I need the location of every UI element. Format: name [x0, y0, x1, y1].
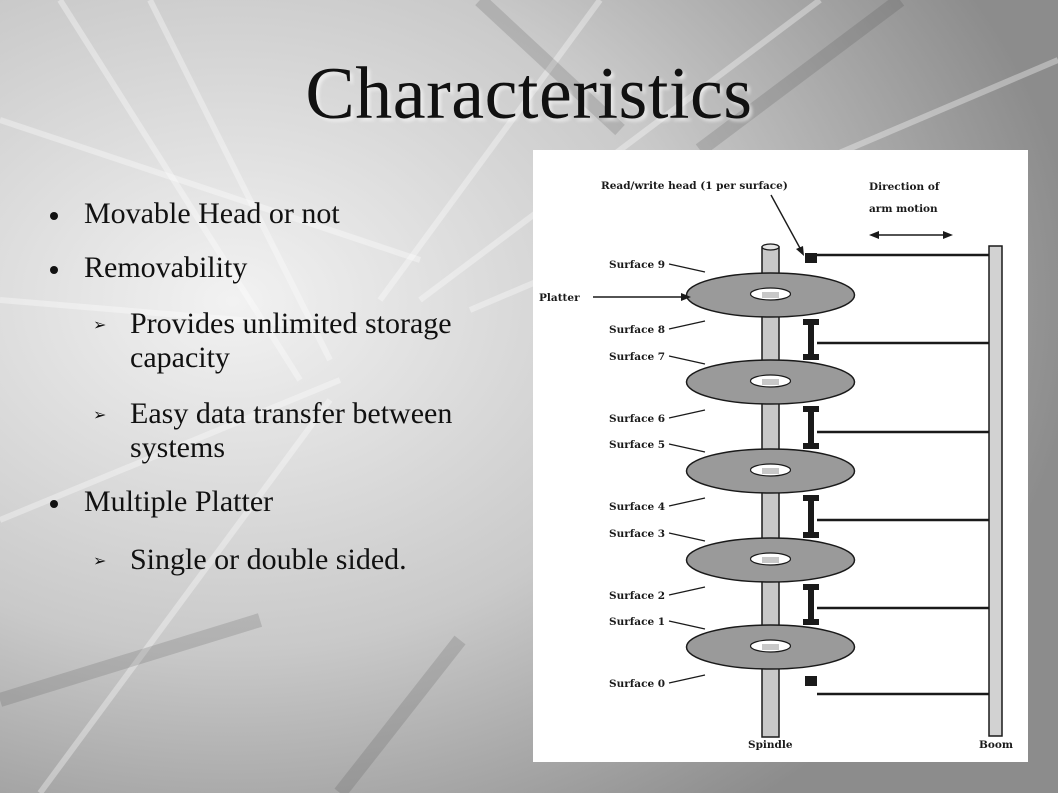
surface-label: Surface 9 [609, 259, 665, 271]
surface-pointer [668, 320, 706, 330]
head [805, 253, 817, 263]
bullet-text: Movable Head or not [84, 197, 340, 230]
surface-label: Surface 2 [609, 590, 665, 602]
surface-pointer [668, 355, 706, 365]
head-stem [808, 319, 814, 356]
direction-label-line2: arm motion [869, 203, 938, 215]
sub-bullet-text: Single or double sided. [130, 543, 407, 576]
head [803, 619, 819, 625]
bullet-list: Movable Head or not Removability ➢ Provi… [44, 190, 534, 577]
bullet-item: Removability [44, 251, 534, 285]
arrow-bullet-icon: ➢ [93, 551, 107, 570]
bullet-dot-icon [50, 212, 58, 220]
surface-label: Surface 3 [609, 528, 665, 540]
disk-diagram: Read/write head (1 per surface) Directio… [533, 150, 1028, 762]
head [805, 676, 817, 686]
spindle-label: Spindle [748, 739, 793, 751]
spindle-segment [762, 644, 779, 650]
head [803, 532, 819, 538]
bullet-item: Multiple Platter [44, 485, 534, 519]
arrow-bullet-icon: ➢ [93, 405, 107, 424]
sub-bullet-text: Easy data transfer between systems [130, 397, 453, 464]
boom [988, 245, 1003, 737]
bullet-text: Removability [84, 251, 248, 284]
surface-label: Surface 6 [609, 413, 665, 425]
surface-pointer [668, 586, 706, 596]
surface-labels: Surface 9 Surface 8 Surface 7 Surface 6 Surf… [609, 259, 706, 690]
head-stem [808, 406, 814, 445]
spindle-top [761, 243, 780, 251]
bullet-item: Movable Head or not [44, 197, 534, 231]
head [803, 443, 819, 449]
sub-bullet-item: ➢ Single or double sided. [44, 543, 534, 577]
surface-pointer [668, 409, 706, 419]
surface-pointer [668, 620, 706, 630]
spindle-segment [762, 468, 779, 474]
disk-diagram-svg: Read/write head (1 per surface) Directio… [539, 180, 1013, 751]
bullet-text: Multiple Platter [84, 485, 274, 518]
sub-bullet-item: ➢ Provides unlimited storage capacity [44, 307, 534, 375]
surface-pointer [668, 532, 706, 542]
surface-pointer [668, 674, 706, 684]
arm-motion-arrow [869, 231, 953, 239]
spindle-segment [762, 557, 779, 563]
head-stem [808, 584, 814, 621]
head [803, 354, 819, 360]
surface-label: Surface 4 [609, 501, 665, 513]
surface-label: Surface 7 [609, 351, 665, 363]
surface-pointer [668, 443, 706, 453]
rw-head-pointer [770, 194, 804, 256]
platter-pointer [593, 293, 691, 301]
head-stem [808, 495, 814, 534]
spindle-segment [762, 379, 779, 385]
direction-label-line1: Direction of [869, 181, 941, 193]
bullet-dot-icon [50, 266, 58, 274]
rw-head-label: Read/write head (1 per surface) [601, 180, 788, 192]
platter-group [685, 253, 989, 696]
sub-bullet-text: Provides unlimited storage capacity [130, 307, 452, 374]
surface-label: Surface 0 [609, 678, 665, 690]
slide-title: Characteristics [305, 53, 753, 135]
surface-pointer [668, 497, 706, 507]
surface-pointer [668, 263, 706, 273]
surface-label: Surface 8 [609, 324, 665, 336]
surface-label: Surface 1 [609, 616, 665, 628]
spindle-segment [762, 292, 779, 298]
sub-bullet-item: ➢ Easy data transfer between systems [44, 397, 534, 465]
platter-label: Platter [539, 292, 580, 304]
boom-label: Boom [979, 739, 1013, 751]
bullet-dot-icon [50, 500, 58, 508]
surface-label: Surface 5 [609, 439, 665, 451]
arrow-bullet-icon: ➢ [93, 315, 107, 334]
